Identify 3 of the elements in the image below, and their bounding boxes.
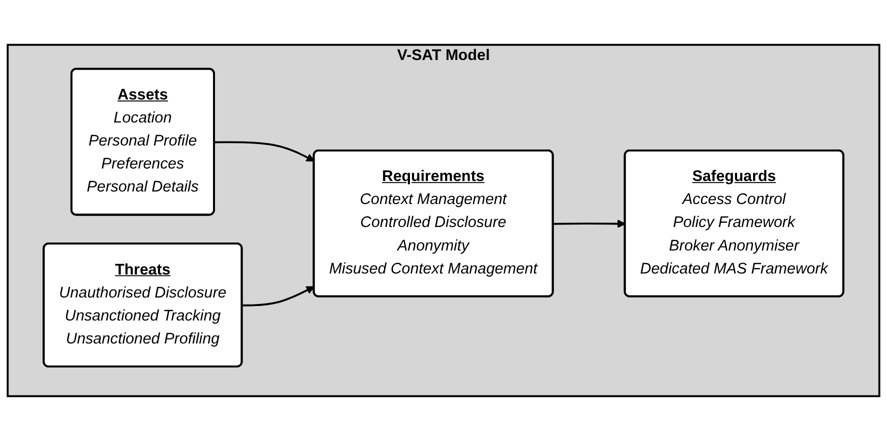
arrow <box>214 141 315 162</box>
arrow <box>242 286 315 306</box>
arrow <box>553 220 626 228</box>
